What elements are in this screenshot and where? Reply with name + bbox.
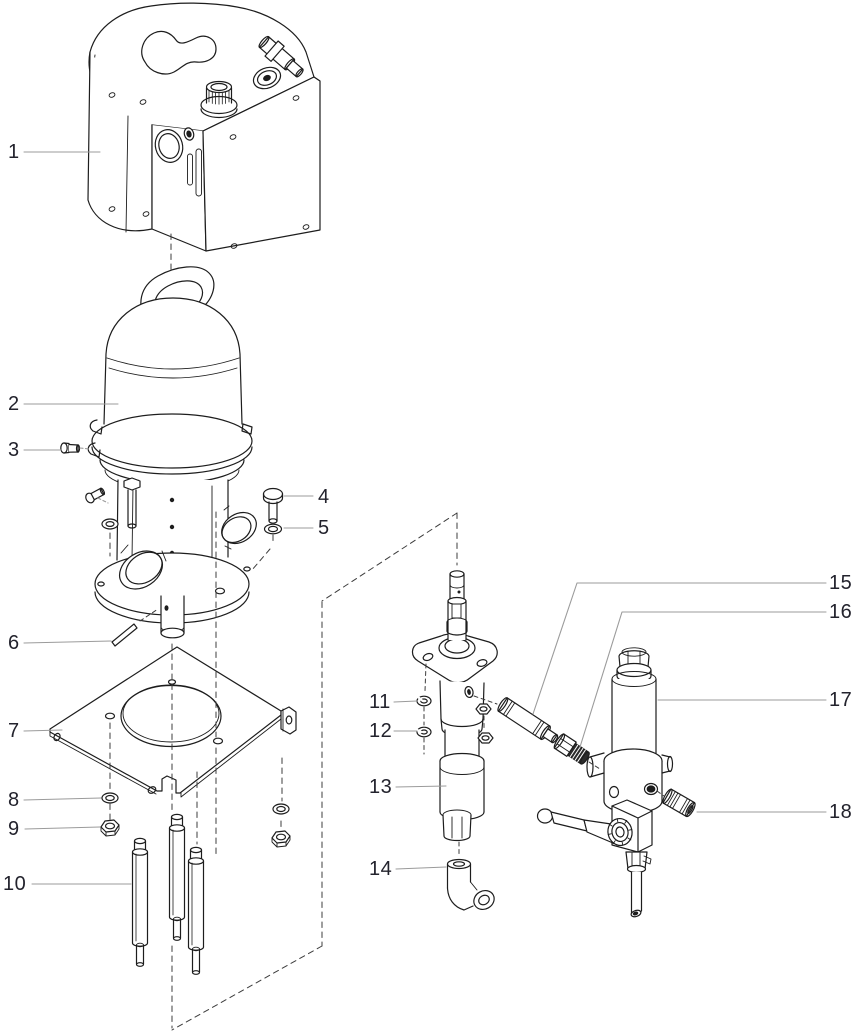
- shroud-screws: [108, 92, 310, 249]
- callout-18: 18: [829, 801, 852, 823]
- leader-14: [395, 866, 447, 870]
- callout-1: 1: [8, 141, 20, 163]
- cord-bracket-drawing: [258, 35, 304, 78]
- valve-knurled-nut-drawing: [607, 817, 633, 847]
- callout-4: 4: [318, 486, 330, 508]
- block-screw-drawing: [85, 487, 106, 504]
- callout-7: 7: [8, 720, 20, 742]
- leader-9: [24, 826, 101, 830]
- part-4-bolt-drawing: [262, 487, 284, 524]
- pump-side-nut: [477, 732, 494, 744]
- part-2-motor-assembly-drawing: [85, 266, 257, 639]
- callout-13: 13: [369, 776, 393, 798]
- vent-slot: [195, 148, 202, 197]
- leader-16: [579, 611, 827, 748]
- pump-side-nut: [475, 703, 492, 715]
- front-ring-drawing: [154, 129, 184, 163]
- washer-nut-set-right-drawing: [271, 803, 291, 848]
- part-5-washer-drawing: [263, 523, 283, 535]
- part-8-washer-drawing: [101, 792, 119, 804]
- callout-8: 8: [8, 789, 20, 811]
- leader-7: [23, 729, 63, 732]
- flange-tab-right: [241, 423, 253, 435]
- callout-9: 9: [8, 818, 20, 840]
- pump-side-hole: [464, 685, 474, 699]
- plate-center-hole: [120, 684, 222, 748]
- part-9-nut-drawing: [100, 819, 120, 837]
- leader-13: [395, 785, 447, 788]
- flange-hook: [89, 419, 103, 435]
- callout-2: 2: [8, 393, 20, 415]
- leader-lines: [23, 151, 827, 885]
- part-3-screw-drawing: [60, 442, 81, 454]
- part-15-tube-fitting-drawing: [497, 697, 559, 744]
- plate-bracket-tab: [280, 706, 297, 735]
- callout-15: 15: [829, 572, 852, 594]
- part-14-elbow-fitting-drawing: [446, 858, 495, 911]
- block-bolt-drawing: [123, 477, 141, 529]
- right-port-drawing: [221, 511, 257, 545]
- shroud-top-cutout: [141, 30, 217, 75]
- part-1-motor-shroud-drawing: [87, 2, 321, 252]
- assembly-dashed-lines: [109, 233, 665, 1031]
- valve-handle-drawing: [536, 808, 614, 844]
- leader-15: [532, 582, 827, 715]
- pressure-knob-drawing: [200, 80, 238, 119]
- left-port-drawing: [119, 550, 163, 590]
- callout-16: 16: [829, 601, 852, 623]
- part-16-valve-fitting-drawing: [553, 733, 590, 765]
- callout-10: 10: [3, 873, 27, 895]
- part-18-fitting-drawing: [662, 788, 696, 818]
- block-washer-drawing: [101, 518, 119, 530]
- leader-8: [23, 797, 102, 801]
- part-13-fluid-pump-drawing: [411, 570, 498, 842]
- callout-3: 3: [8, 439, 20, 461]
- leader-6: [23, 640, 112, 644]
- callout-12: 12: [369, 720, 393, 742]
- callout-5: 5: [318, 517, 330, 539]
- part-10-studs-drawing: [131, 813, 205, 975]
- callout-6: 6: [8, 632, 20, 654]
- vent-slot: [187, 153, 193, 186]
- part-12-retaining-ring-drawing: [415, 726, 432, 738]
- part-6-key-drawing: [111, 623, 138, 647]
- part-11-retaining-ring-drawing: [416, 695, 432, 707]
- part-7-mounting-plate-drawing: [49, 646, 297, 798]
- leader-11: [393, 700, 418, 703]
- callout-14: 14: [369, 858, 393, 880]
- callout-17: 17: [829, 689, 852, 711]
- front-port-drawing: [183, 127, 195, 141]
- filler-cap-drawing: [252, 66, 282, 90]
- part-17-valve-assembly-drawing: [536, 647, 674, 918]
- callout-11: 11: [369, 691, 391, 713]
